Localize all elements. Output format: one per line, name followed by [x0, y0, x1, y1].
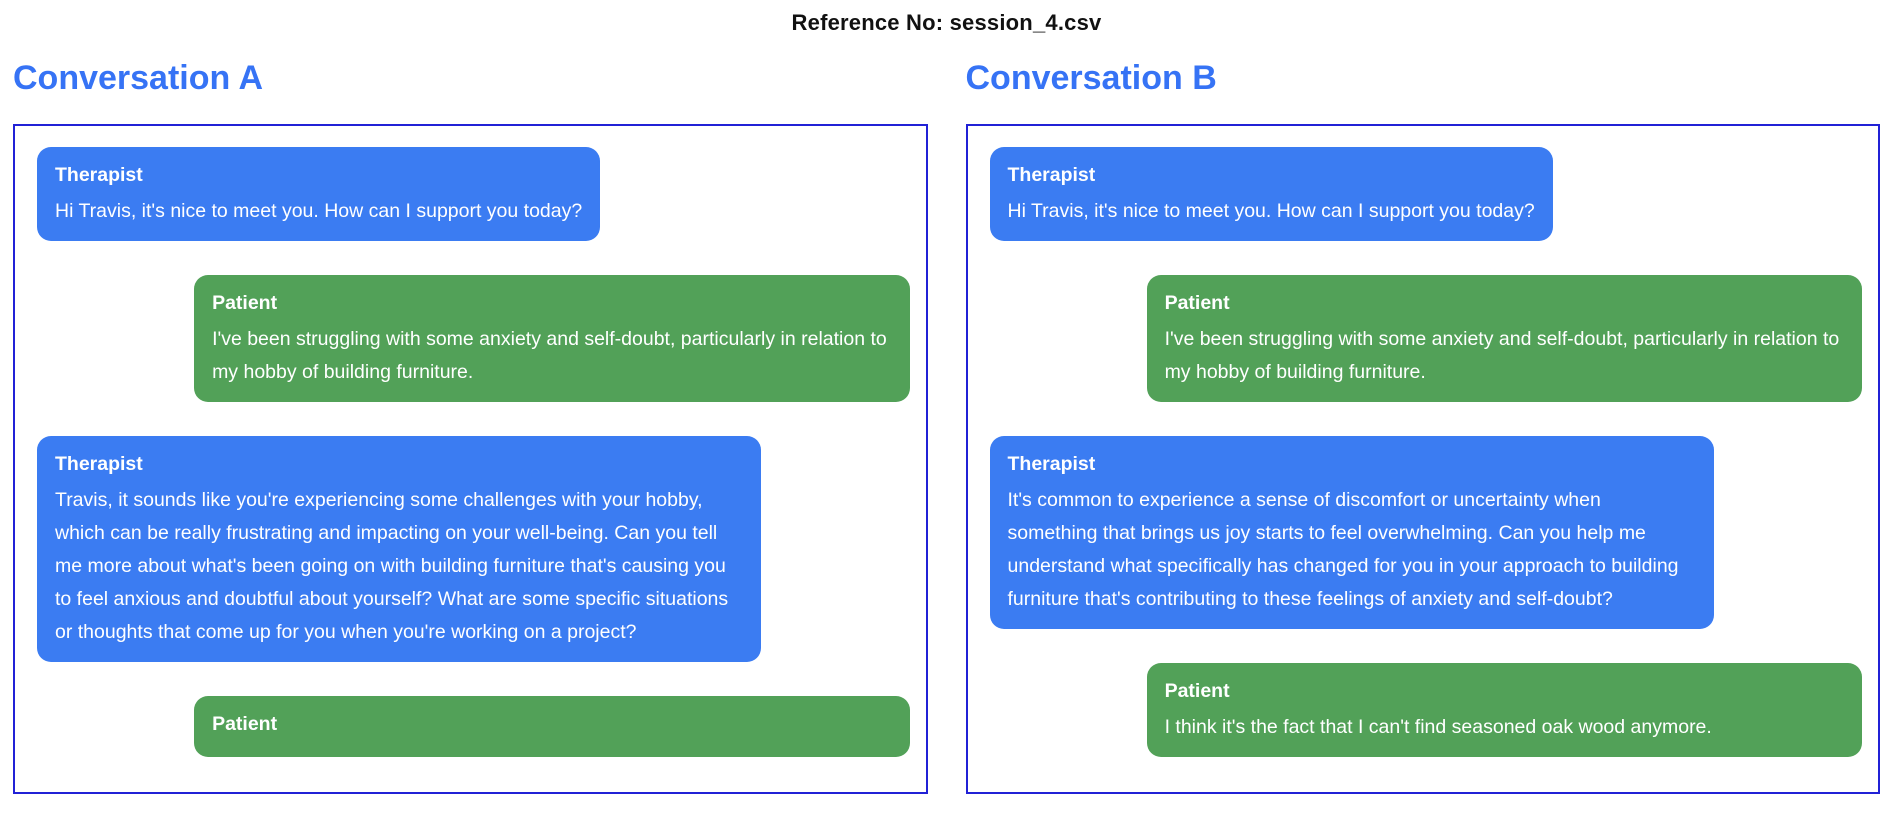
- message-role: Patient: [212, 713, 278, 736]
- patient-bubble: Patient I've been struggling with some a…: [194, 275, 910, 403]
- message: Therapist Hi Travis, it's nice to meet y…: [37, 147, 910, 242]
- conversation-a-title: Conversation A: [13, 59, 264, 97]
- message-text: Hi Travis, it's nice to meet you. How ca…: [1007, 200, 1535, 223]
- message: Patient I've been struggling with some a…: [37, 275, 910, 403]
- message-role: Therapist: [1007, 453, 1096, 476]
- message: Patient I think it's the fact that I can…: [990, 663, 1862, 758]
- message-text: I've been struggling with some anxiety a…: [212, 328, 893, 384]
- message: Therapist Hi Travis, it's nice to meet y…: [989, 147, 1863, 242]
- message-role: Patient: [212, 292, 278, 315]
- message-role: Therapist: [55, 164, 143, 187]
- message-text: Travis, it sounds like you're experienci…: [55, 489, 734, 644]
- therapist-bubble: Therapist Hi Travis, it's nice to meet y…: [37, 147, 601, 242]
- message: Patient I've been struggling with some a…: [990, 275, 1862, 403]
- therapist-bubble: Therapist Travis, it sounds like you're …: [37, 436, 762, 663]
- patient-bubble: Patient I think it's the fact that I can…: [1146, 663, 1862, 758]
- message-text: Hi Travis, it's nice to meet you. How ca…: [55, 200, 583, 223]
- message-text: I've been struggling with some anxiety a…: [1164, 328, 1845, 384]
- conversation-a-column: Conversation A Therapist Hi Travis, it's…: [13, 36, 928, 795]
- message: Therapist Travis, it sounds like you're …: [37, 436, 910, 663]
- patient-bubble: Patient: [194, 696, 910, 758]
- message-text: I think it's the fact that I can't find …: [1164, 716, 1712, 739]
- reference-header: Reference No: session_4.csv: [791, 10, 1102, 35]
- message-role: Therapist: [1007, 164, 1096, 187]
- conversation-b-column: Conversation B Therapist Hi Travis, it's…: [965, 36, 1880, 795]
- message-role: Patient: [1164, 292, 1230, 315]
- conversation-a-panel: Therapist Hi Travis, it's nice to meet y…: [13, 124, 928, 795]
- message-role: Therapist: [55, 453, 143, 476]
- patient-bubble: Patient I've been struggling with some a…: [1146, 275, 1862, 403]
- message-role: Patient: [1164, 680, 1230, 703]
- therapist-bubble: Therapist Hi Travis, it's nice to meet y…: [989, 147, 1553, 242]
- therapist-bubble: Therapist It's common to experience a se…: [989, 436, 1714, 630]
- message-text: It's common to experience a sense of dis…: [1007, 489, 1684, 611]
- conversation-b-title: Conversation B: [965, 59, 1217, 97]
- message: Patient: [37, 696, 910, 758]
- conversation-b-panel: Therapist Hi Travis, it's nice to meet y…: [965, 124, 1880, 795]
- message: Therapist It's common to experience a se…: [989, 436, 1863, 630]
- conversation-columns: Conversation A Therapist Hi Travis, it's…: [0, 36, 1893, 795]
